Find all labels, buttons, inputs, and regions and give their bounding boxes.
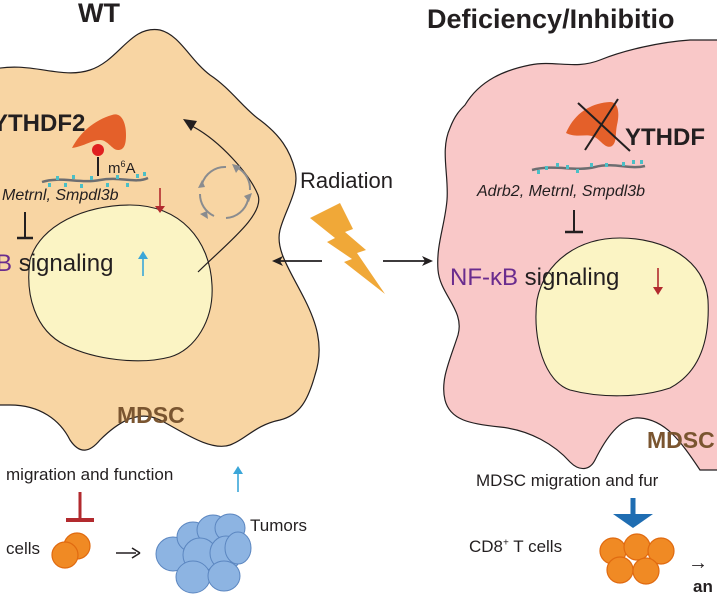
wt-rna-marks (48, 172, 146, 188)
deficient-nucleus (535, 237, 709, 397)
wt-transport-arrowhead (183, 119, 197, 131)
wt-panel-title: WT (78, 0, 120, 28)
recycle-arrowheads (198, 164, 252, 219)
deficient-cell-label: MDSC (647, 427, 715, 453)
cross-line-2 (584, 98, 619, 151)
recycle-icon (198, 165, 252, 219)
deficient-signaling-label: NF-κB signaling (450, 264, 620, 291)
wt-protein-label: YTHDF2 (0, 110, 86, 137)
wt-outcome-label: migration and function (6, 465, 174, 484)
cross-line-1 (577, 102, 631, 152)
tumor-cluster (155, 513, 252, 594)
deficient-protein-label: YTHDF (625, 124, 705, 151)
wt-signaling-label: B signaling (0, 250, 114, 277)
wt-cell-label: MDSC (117, 402, 185, 428)
lightning-bolt-icon (310, 203, 385, 294)
m6a-label: m6A (108, 159, 136, 177)
deficient-tcell-cluster (599, 533, 675, 585)
tumors-label: Tumors (250, 516, 307, 535)
ythdf2-protein (72, 114, 126, 150)
wt-target-label: cells (6, 539, 41, 558)
m6a-dot (92, 144, 104, 156)
deficient-rna-marks (537, 160, 643, 174)
deficient-panel-title: Deficiency/Inhibitio (427, 4, 675, 34)
deficient-result-label: an (693, 577, 713, 596)
wt-transport-arrow (189, 124, 260, 273)
deficient-rna-strand (531, 164, 646, 172)
wt-gene-list: Metrnl, Smpdl3b (2, 187, 119, 204)
deficient-result-arrow: → (688, 552, 708, 574)
wt-tcell-cluster (51, 532, 91, 569)
ythdf-protein-crossed (566, 102, 619, 147)
radiation-label: Radiation (300, 168, 393, 193)
deficient-outcome-label: MDSC migration and fur (476, 471, 659, 490)
deficient-gene-list: Adrb2, Metrnl, Smpdl3b (477, 183, 646, 200)
deficient-target-label: CD8+ T cells (469, 537, 563, 556)
wt-nucleus (28, 204, 213, 362)
